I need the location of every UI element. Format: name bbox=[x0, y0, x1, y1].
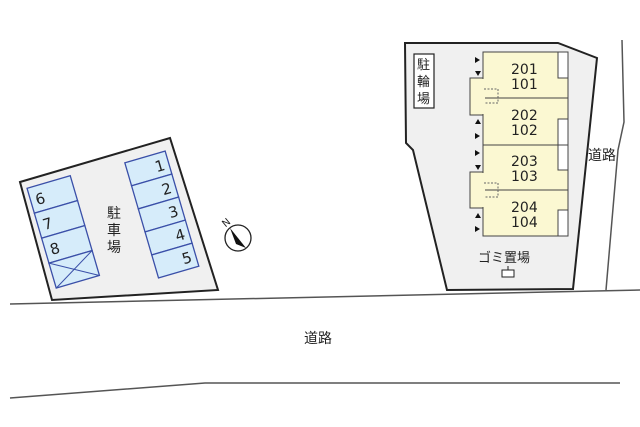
bicycle-label-1: 駐 bbox=[417, 58, 430, 73]
unit-101: 101 bbox=[511, 77, 538, 93]
bicycle-parking bbox=[413, 53, 435, 109]
unit-202: 202 bbox=[511, 108, 538, 124]
unit-203: 203 bbox=[511, 154, 538, 170]
unit-103: 103 bbox=[511, 169, 538, 185]
unit-104: 104 bbox=[511, 215, 538, 231]
unit-201-101[interactable] bbox=[482, 51, 569, 99]
bicycle-label-3: 場 bbox=[417, 92, 430, 107]
unit-102: 102 bbox=[511, 123, 538, 139]
bicycle-label-2: 輪 bbox=[417, 74, 430, 90]
parking-label-3: 場 bbox=[107, 240, 121, 256]
compass-icon: N bbox=[220, 217, 252, 252]
unit-203-103[interactable] bbox=[482, 144, 569, 191]
entrance-arrows-icon bbox=[475, 57, 481, 232]
unit-202-102[interactable] bbox=[482, 97, 569, 146]
road-label-main: 道路 bbox=[304, 331, 332, 347]
parking-stalls: 6 7 8 1 2 3 4 5 bbox=[26, 150, 200, 289]
garbage-bin-icon bbox=[501, 266, 515, 278]
cross-mark bbox=[55, 250, 93, 289]
parking-stall-5[interactable] bbox=[150, 242, 200, 279]
garbage-label: ゴミ置場 bbox=[478, 250, 530, 266]
apartment-building bbox=[469, 51, 569, 237]
parking-label-1: 駐 bbox=[107, 206, 121, 222]
road-edge-top bbox=[9, 289, 640, 305]
side-road-edge bbox=[605, 39, 625, 291]
road-label-side: 道路 bbox=[588, 148, 616, 164]
parking-label-2: 車 bbox=[107, 222, 121, 239]
unit-201: 201 bbox=[511, 62, 538, 78]
road-edge-bottom bbox=[9, 382, 620, 399]
unit-204-104[interactable] bbox=[482, 189, 569, 237]
unit-204: 204 bbox=[511, 200, 538, 216]
